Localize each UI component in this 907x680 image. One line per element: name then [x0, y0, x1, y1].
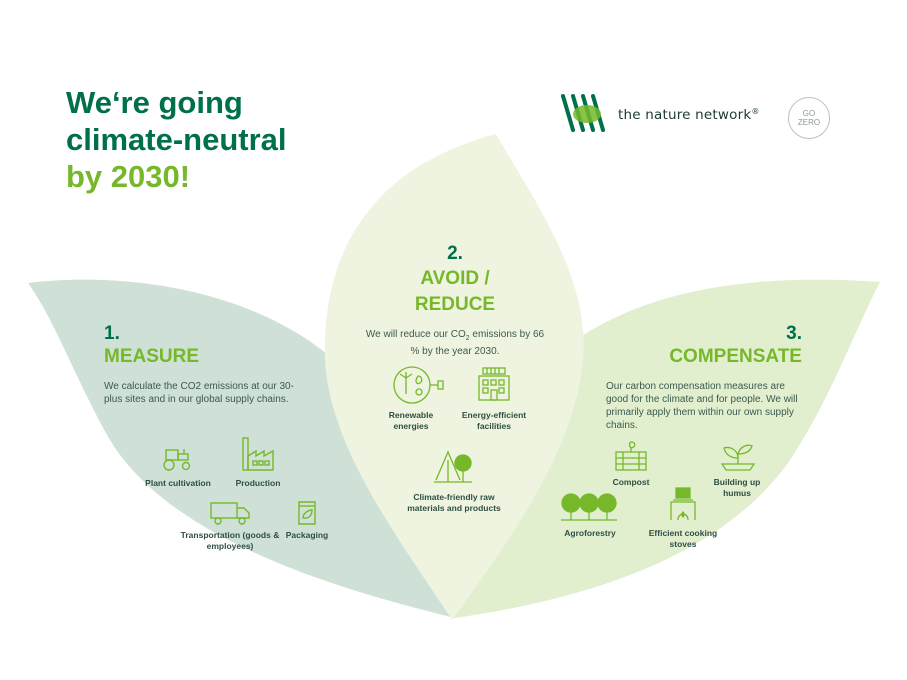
compost-icon	[614, 440, 648, 477]
avoid-item-label: Energy-efficient facilities	[461, 410, 527, 431]
avoid-item-label: Renewable energies	[388, 410, 434, 431]
compensate-number: 3.	[786, 323, 802, 344]
avoid-title-line-2: REDUCE	[414, 294, 496, 315]
compensate-item-label: Agroforestry	[564, 528, 616, 538]
measure-title: MEASURE	[104, 346, 200, 367]
tractor-icon	[160, 446, 194, 477]
compensate-text: Our carbon compensation measures are goo…	[606, 381, 798, 431]
forest-icon	[560, 492, 618, 527]
sprout-icon	[720, 440, 756, 477]
brand-name-text: the nature network	[618, 107, 752, 123]
avoid-text: We will reduce our CO2 emissions by 66 %…	[362, 328, 548, 358]
factory-icon	[240, 436, 276, 477]
avoid-item-label: Climate-friendly raw materials and produ…	[407, 492, 501, 513]
compensate-item-label: Building up humus	[713, 477, 761, 498]
compensate-item-label: Compost	[612, 477, 650, 487]
brand-name: the nature network®	[618, 107, 760, 123]
truck-icon	[209, 500, 251, 531]
headline-line-1: We‘re going	[66, 85, 243, 120]
headline-line-3: by 2030!	[66, 159, 191, 194]
avoid-number: 2.	[447, 243, 463, 264]
go-zero-line-1: GO	[802, 109, 816, 118]
package-icon	[296, 498, 318, 531]
avoid-text-part-1: We will reduce our CO	[365, 329, 466, 340]
go-zero-line-2: ZERO	[797, 118, 821, 127]
building-icon	[476, 366, 512, 407]
brand-logo	[560, 92, 610, 141]
renewable-energy-icon	[392, 364, 444, 411]
compensate-title: COMPENSATE	[669, 346, 802, 367]
avoid-text-part-2: emissions by 66 % by the year 2030.	[410, 329, 545, 357]
headline-line-2: climate-neutral	[66, 122, 287, 157]
measure-text: We calculate the CO2 emissions at our 30…	[104, 381, 294, 405]
avoid-text-subscript: 2	[465, 335, 470, 342]
nature-network-logo-icon	[561, 94, 605, 132]
leaf-center	[324, 134, 584, 620]
headline: We‘re going climate-neutral by 2030!	[66, 84, 287, 195]
avoid-title-line-1: AVOID /	[420, 268, 490, 289]
tree-icon	[434, 446, 474, 489]
registered-mark: ®	[751, 107, 760, 116]
leaf-left	[28, 279, 455, 618]
measure-item-label: Production	[235, 478, 281, 488]
measure-item-label: Transportation (goods & employees)	[180, 530, 280, 551]
stove-icon	[667, 486, 699, 527]
go-zero-badge: GO ZERO	[788, 97, 830, 139]
measure-item-label: Plant cultivation	[145, 478, 211, 488]
compensate-item-label: Efficient cooking stoves	[648, 528, 718, 549]
measure-item-label: Packaging	[285, 530, 329, 540]
measure-number: 1.	[104, 323, 120, 344]
